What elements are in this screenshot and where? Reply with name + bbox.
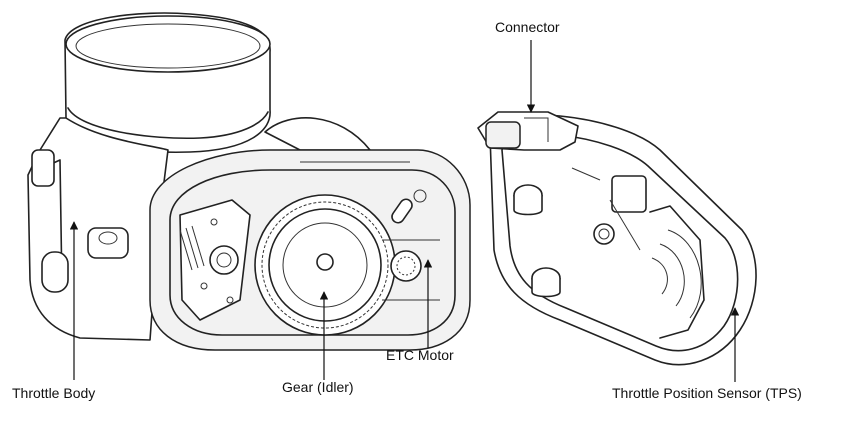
idler-gear: [254, 194, 396, 336]
etc-motor-pinion: [382, 189, 440, 301]
label-throttle-body: Throttle Body: [12, 385, 95, 401]
label-etc-motor: ETC Motor: [386, 347, 454, 363]
throttle-body-assembly: [27, 12, 371, 341]
leader-lines: [69, 40, 740, 382]
sensor-cover: [477, 111, 757, 366]
label-gear-idler: Gear (Idler): [282, 379, 354, 395]
label-tps: Throttle Position Sensor (TPS): [612, 385, 802, 401]
label-connector: Connector: [495, 19, 560, 35]
